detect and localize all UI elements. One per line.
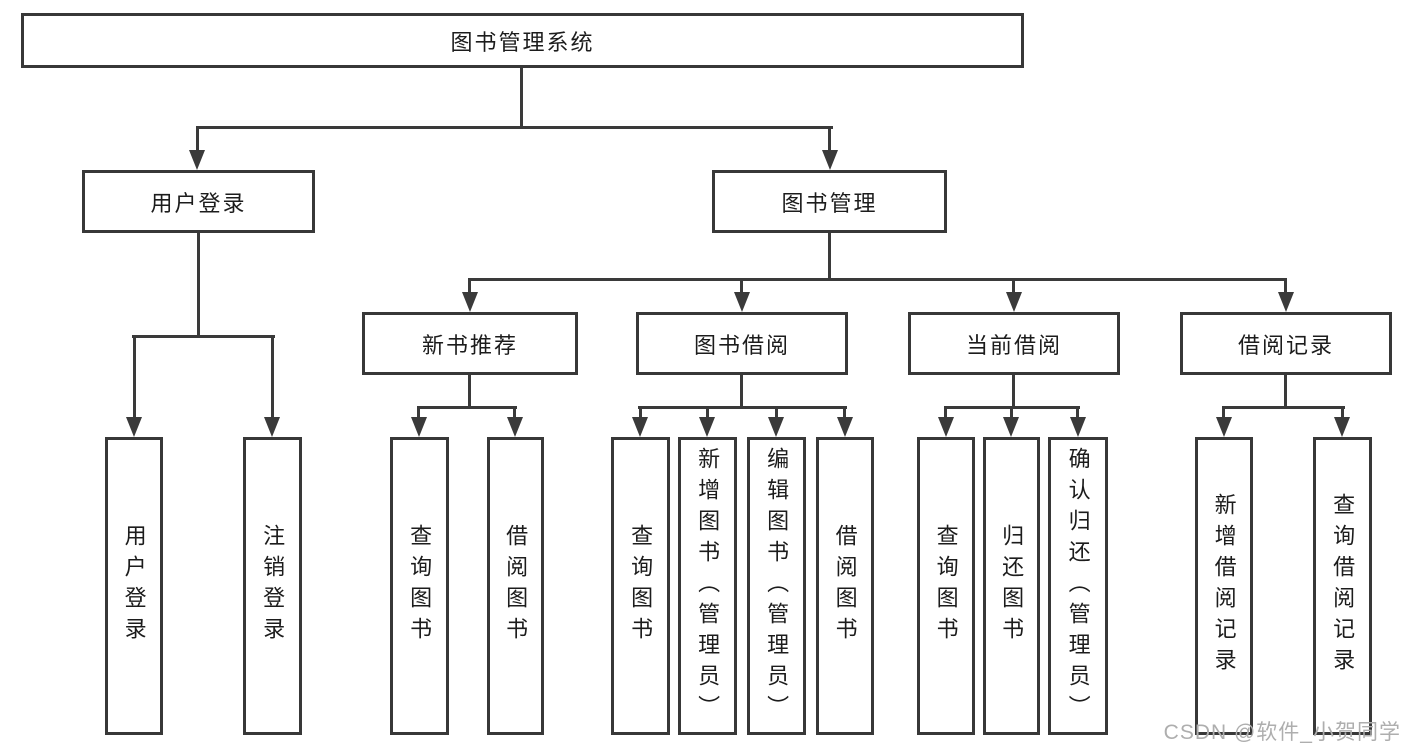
leaf-edit-books-admin: 编辑图书（管理员）	[747, 437, 806, 735]
connector-drop-current-borrow	[1012, 278, 1015, 294]
leaf-add-books-admin: 新增图书（管理员）	[678, 437, 737, 735]
leaf-query-books-recommend: 查询图书	[390, 437, 449, 735]
leaf-query-books-borrow: 查询图书	[611, 437, 670, 735]
leaf-borrow-books-recommend-label: 借阅图书	[503, 524, 529, 648]
leaf-edit-books-admin-label: 编辑图书（管理员）	[764, 446, 790, 726]
arrowhead-down-icon	[632, 417, 648, 437]
leaf-query-books-borrow-label: 查询图书	[628, 524, 654, 648]
node-new-book-recommend-label: 新书推荐	[421, 332, 518, 358]
connector-drop-leaf	[639, 406, 642, 419]
leaf-borrow-books: 借阅图书	[816, 437, 874, 735]
connector-drop-leaf	[1341, 406, 1344, 419]
connector-drop-leaf	[843, 406, 846, 419]
connector-bookmgmt-stem	[828, 233, 831, 281]
leaf-add-books-admin-label: 新增图书（管理员）	[695, 446, 721, 726]
node-book-management: 图书管理	[712, 170, 947, 233]
arrowhead-down-icon	[189, 150, 205, 170]
connector-drop-leaf	[133, 335, 136, 419]
connector-root-stem	[520, 68, 523, 129]
leaf-confirm-return-admin-label: 确认归还（管理员）	[1065, 446, 1091, 726]
leaf-logout: 注销登录	[243, 437, 302, 735]
connector-userlogin-stem	[197, 233, 200, 338]
leaf-borrow-books-label: 借阅图书	[832, 524, 858, 648]
arrowhead-down-icon	[1070, 417, 1086, 437]
connector-currentborrow-stem	[1012, 375, 1015, 409]
node-user-login-label: 用户登录	[150, 190, 247, 216]
node-new-book-recommend: 新书推荐	[362, 312, 578, 375]
arrowhead-down-icon	[264, 417, 280, 437]
arrowhead-down-icon	[699, 417, 715, 437]
leaf-return-books: 归还图书	[983, 437, 1040, 735]
node-book-management-label: 图书管理	[781, 190, 878, 216]
arrowhead-down-icon	[938, 417, 954, 437]
arrowhead-down-icon	[462, 292, 478, 312]
node-book-borrow-label: 图书借阅	[693, 332, 790, 358]
connector-drop-leaf	[944, 406, 947, 419]
arrowhead-down-icon	[734, 292, 750, 312]
node-current-borrow-label: 当前借阅	[965, 332, 1062, 358]
connector-drop-new-book	[468, 278, 471, 294]
connector-drop-book-borrow	[740, 278, 743, 294]
arrowhead-down-icon	[1334, 417, 1350, 437]
leaf-add-borrow-record-label: 新增借阅记录	[1211, 493, 1237, 679]
connector-drop-user-login	[196, 126, 199, 152]
leaf-query-books-current: 查询图书	[917, 437, 975, 735]
connector-drop-leaf	[1076, 406, 1079, 419]
connector-drop-leaf	[513, 406, 516, 419]
connector-root-rail	[196, 126, 833, 129]
connector-bookmgmt-rail	[468, 278, 1287, 281]
arrowhead-down-icon	[1003, 417, 1019, 437]
arrowhead-down-icon	[1006, 292, 1022, 312]
connector-borrowrecord-rail	[1222, 406, 1345, 409]
connector-drop-leaf	[706, 406, 709, 419]
node-root-label: 图书管理系统	[450, 29, 595, 55]
node-book-borrow: 图书借阅	[636, 312, 848, 375]
connector-drop-leaf	[1010, 406, 1013, 419]
connector-drop-leaf	[417, 406, 420, 419]
connector-userlogin-rail	[132, 335, 275, 338]
leaf-query-books-recommend-label: 查询图书	[407, 524, 433, 648]
connector-drop-leaf	[1222, 406, 1225, 419]
leaf-borrow-books-recommend: 借阅图书	[487, 437, 544, 735]
node-borrow-record: 借阅记录	[1180, 312, 1392, 375]
connector-drop-leaf	[775, 406, 778, 419]
node-user-login: 用户登录	[82, 170, 315, 233]
leaf-confirm-return-admin: 确认归还（管理员）	[1048, 437, 1108, 735]
leaf-query-books-current-label: 查询图书	[933, 524, 959, 648]
leaf-query-borrow-record: 查询借阅记录	[1313, 437, 1372, 735]
leaf-add-borrow-record: 新增借阅记录	[1195, 437, 1253, 735]
leaf-return-books-label: 归还图书	[999, 524, 1025, 648]
connector-newbook-rail	[417, 406, 517, 409]
connector-borrowrecord-stem	[1284, 375, 1287, 409]
leaf-user-login: 用户登录	[105, 437, 163, 735]
leaf-logout-label: 注销登录	[260, 524, 286, 648]
node-root: 图书管理系统	[21, 13, 1024, 68]
connector-bookborrow-stem	[740, 375, 743, 409]
arrowhead-down-icon	[837, 417, 853, 437]
csdn-watermark: CSDN @软件_小贺同学	[1163, 721, 1401, 744]
arrowhead-down-icon	[507, 417, 523, 437]
leaf-query-borrow-record-label: 查询借阅记录	[1330, 493, 1356, 679]
arrowhead-down-icon	[768, 417, 784, 437]
arrowhead-down-icon	[411, 417, 427, 437]
node-current-borrow: 当前借阅	[908, 312, 1120, 375]
arrowhead-down-icon	[822, 150, 838, 170]
connector-drop-book-management	[828, 126, 831, 152]
arrowhead-down-icon	[1278, 292, 1294, 312]
leaf-user-login-label: 用户登录	[121, 524, 147, 648]
connector-drop-borrow-record	[1284, 278, 1287, 294]
connector-bookborrow-rail	[638, 406, 847, 409]
connector-newbook-stem	[468, 375, 471, 409]
connector-drop-leaf	[271, 335, 274, 419]
arrowhead-down-icon	[126, 417, 142, 437]
node-borrow-record-label: 借阅记录	[1237, 332, 1334, 358]
arrowhead-down-icon	[1216, 417, 1232, 437]
